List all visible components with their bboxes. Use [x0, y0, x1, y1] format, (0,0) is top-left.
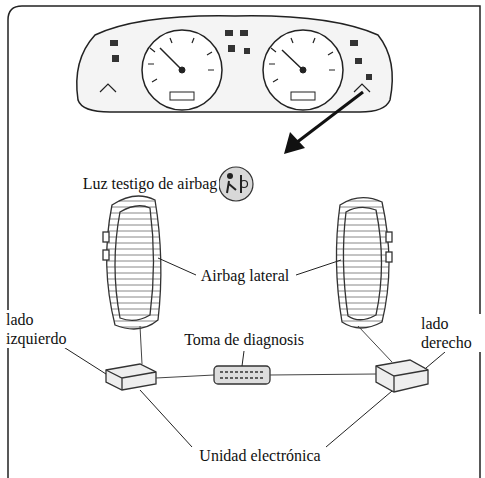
side-label: lado derecho	[419, 314, 481, 352]
wiring	[140, 326, 392, 378]
part-label: Toma de diagnosis	[182, 330, 306, 349]
instrument-cluster	[77, 16, 393, 112]
pointer-arrow	[284, 92, 363, 154]
part-label: Unidad electrónica	[197, 446, 322, 465]
leader-lines	[62, 258, 445, 447]
diagnosis-socket	[214, 366, 270, 384]
frame	[8, 6, 480, 478]
electronic-unit-right	[376, 360, 428, 392]
electronic-unit-left	[106, 364, 156, 390]
side-airbag-right	[336, 198, 392, 328]
airbag-warning-light	[219, 167, 253, 201]
warning-light-label: Luz testigo de airbag	[81, 174, 220, 193]
side-airbag-left	[103, 196, 161, 329]
side-label: lado izquierdo	[4, 310, 74, 348]
part-label: Airbag lateral	[199, 266, 291, 285]
